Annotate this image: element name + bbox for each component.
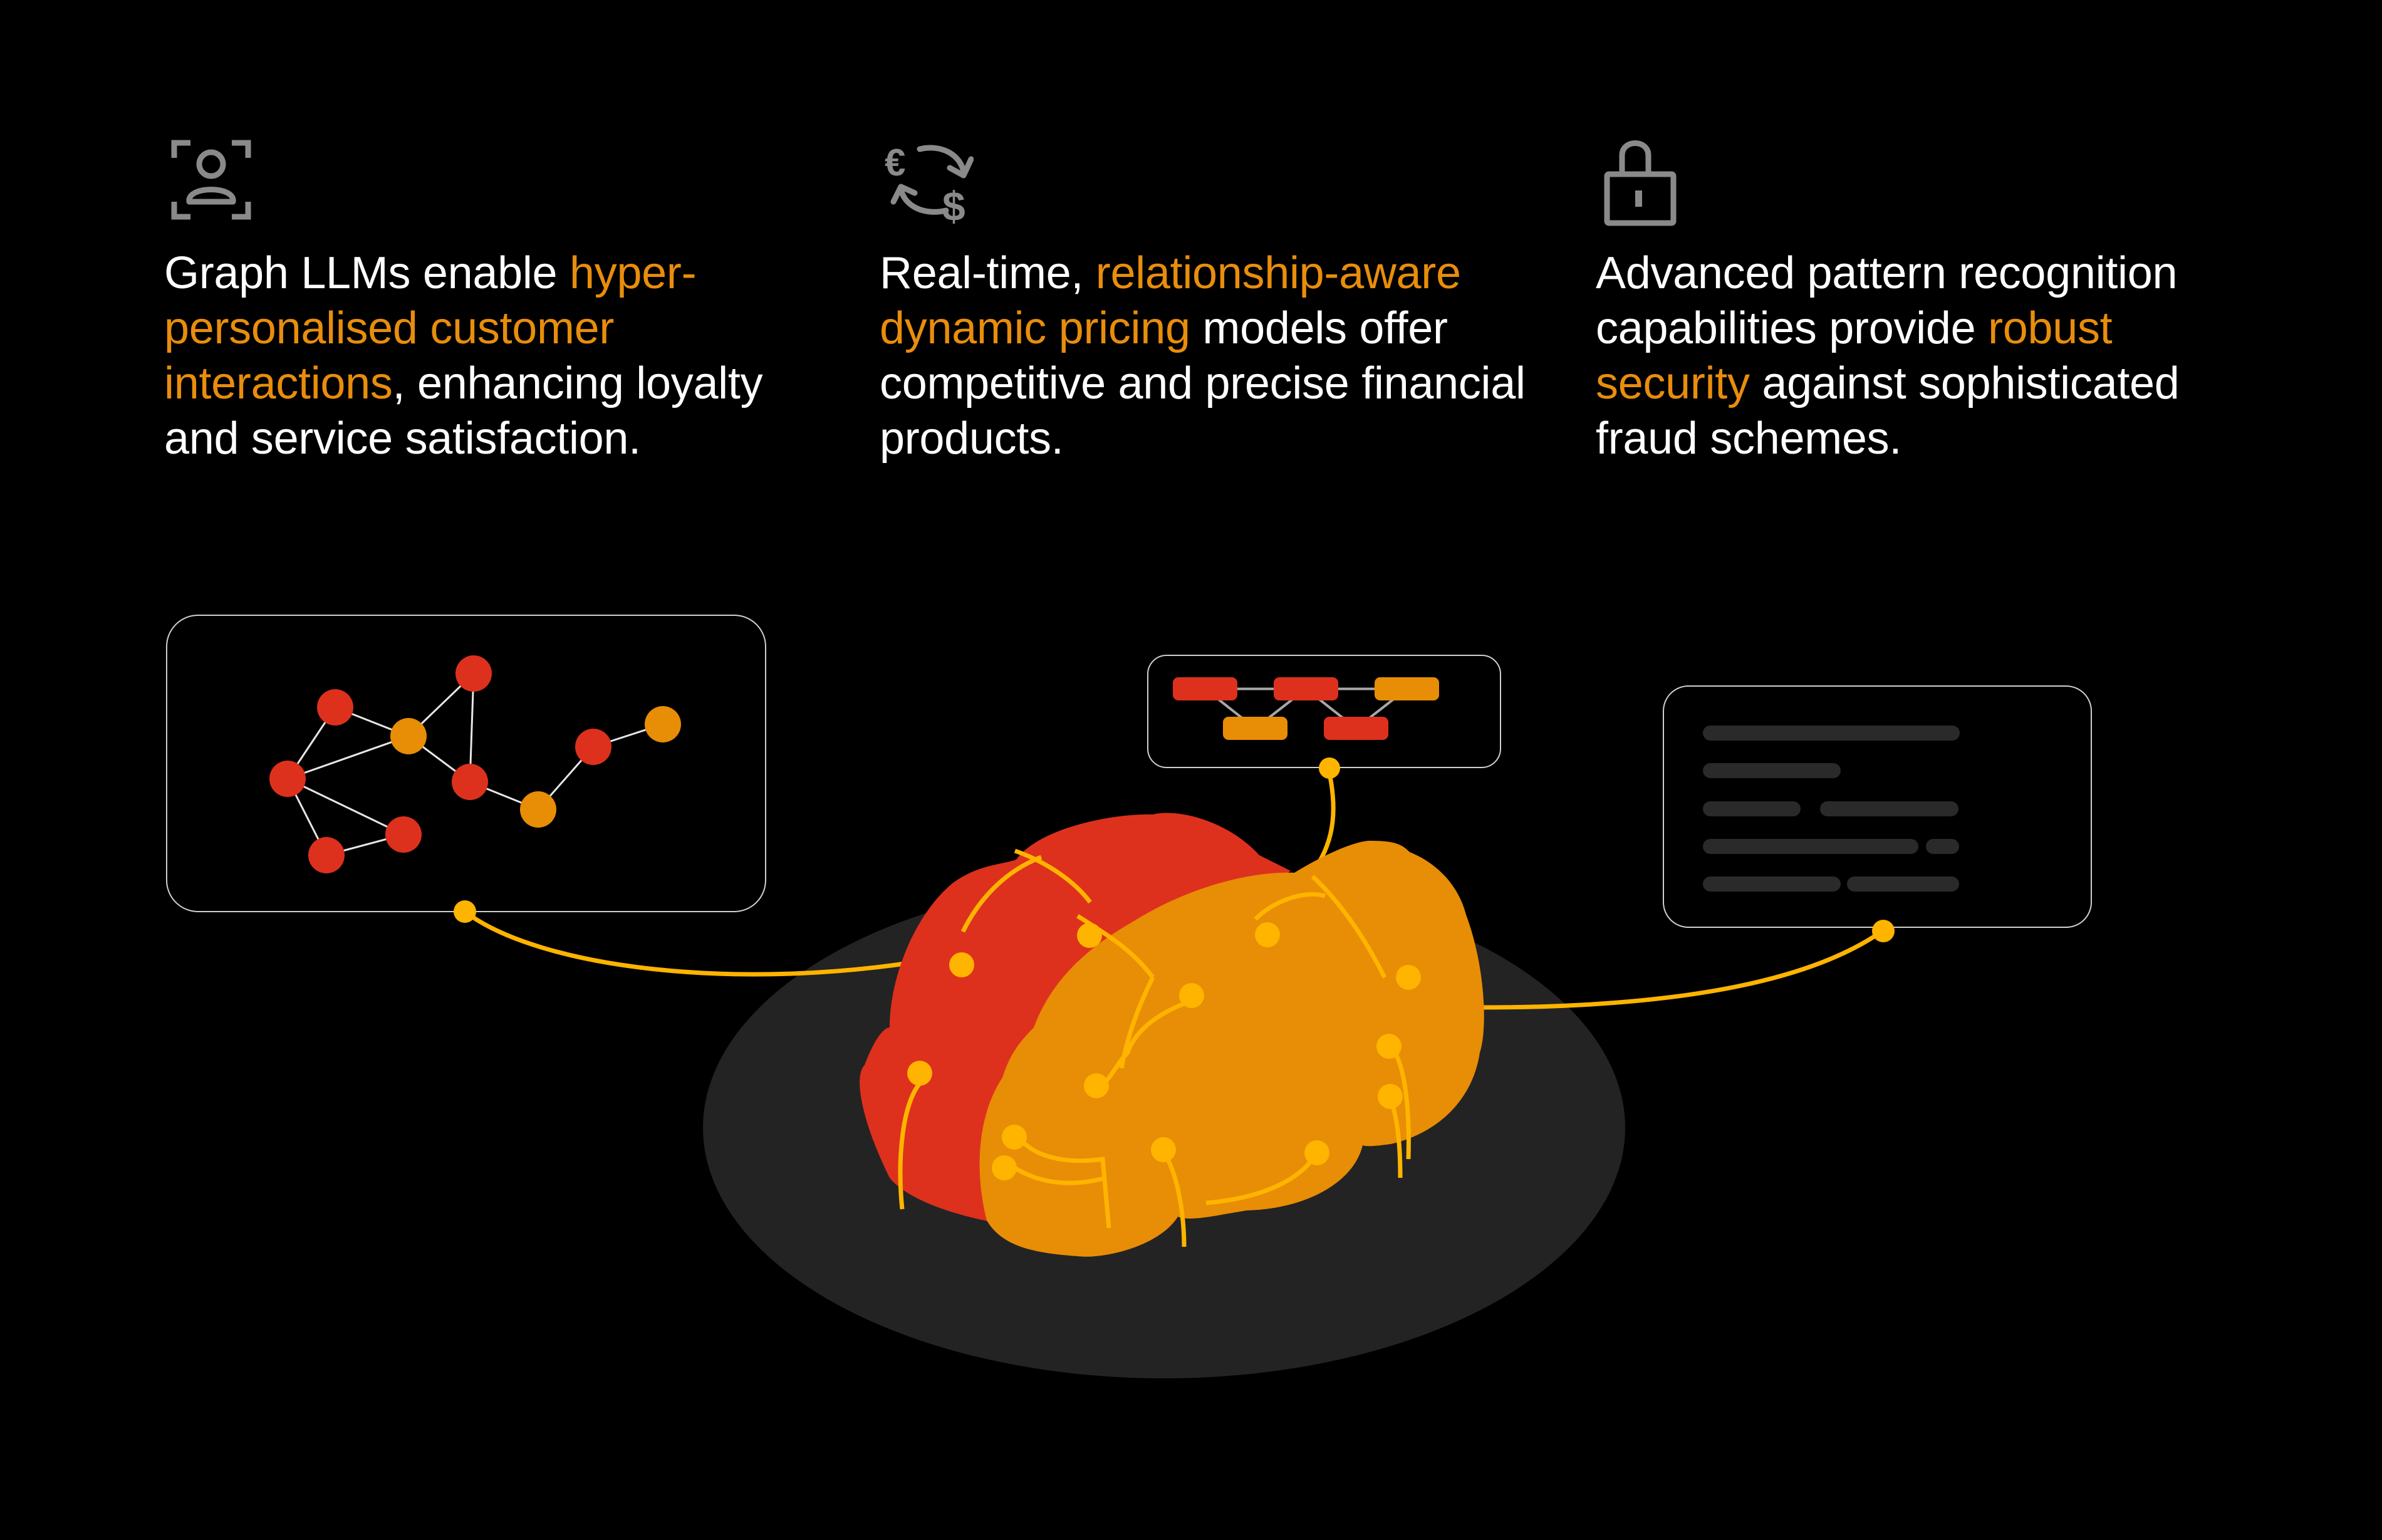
connector-right (1465, 929, 1885, 1010)
hierarchy-panel (1147, 655, 1501, 779)
connector-left (463, 910, 937, 977)
graph-node (520, 791, 556, 828)
hierarchy-block (1223, 717, 1287, 740)
circuit-node (1378, 1084, 1403, 1109)
highlight-text: relationship-aware dynamic pricing (880, 248, 1461, 353)
highlight-text: robust security (1596, 303, 2113, 408)
text-placeholder-line (1703, 877, 1841, 892)
text-placeholder-line (1703, 801, 1801, 816)
graph-node (308, 837, 345, 873)
graph-panel (166, 615, 766, 923)
feature-text: Real-time, relationship-aware dynamic pr… (880, 248, 1526, 464)
feature-fraud-security: Advanced pattern recognition capabilitie… (1596, 133, 2260, 466)
document-panel (1663, 685, 2092, 942)
highlight-text: hyper-personalised customer interactions (164, 248, 697, 408)
graph-node (645, 706, 681, 742)
hierarchy-block (1173, 677, 1237, 700)
graph-node (452, 764, 488, 800)
graph-node (385, 816, 422, 853)
padlock-icon (1604, 140, 1677, 226)
feature-text: Advanced pattern recognition capabilitie… (1596, 248, 2180, 464)
graph-node (390, 718, 427, 754)
circuit-node (907, 1061, 932, 1086)
connector-dot (1319, 757, 1340, 779)
connector-dot (1872, 920, 1895, 942)
circuit-node (1084, 1073, 1109, 1098)
text-placeholder-line (1703, 839, 1918, 854)
circuit-node (1077, 923, 1102, 948)
hierarchy-block (1324, 717, 1388, 740)
circuit-node (1151, 1137, 1176, 1162)
circuit-node (992, 1155, 1017, 1180)
hierarchy-block (1375, 677, 1439, 700)
text-placeholder-line (1926, 839, 1959, 854)
graph-edge (287, 735, 409, 780)
graph-node (455, 655, 492, 692)
text-placeholder-line (1703, 763, 1841, 778)
text-placeholder-line (1847, 877, 1959, 892)
circuit-node (1396, 965, 1421, 990)
circuit-node (1179, 983, 1204, 1008)
circuit-node (1002, 1125, 1027, 1150)
hierarchy-block (1274, 677, 1338, 700)
graph-node (575, 729, 611, 765)
circuit-node (1376, 1034, 1402, 1059)
circuit-node (1304, 1140, 1329, 1165)
connector-middle (1314, 767, 1336, 869)
currency-exchange-icon: € $ (885, 142, 974, 227)
brain (860, 813, 1484, 1257)
user-scan-icon (171, 140, 251, 220)
graph-node (317, 689, 353, 726)
brain-right-hemisphere (979, 840, 1484, 1257)
svg-text:$: $ (942, 183, 965, 227)
graph-edge (287, 778, 404, 836)
text-placeholder-line (1703, 726, 1960, 741)
svg-text:€: € (885, 142, 905, 184)
feature-text: Graph LLMs enable hyper-personalised cus… (164, 248, 763, 464)
circuit-node (1255, 922, 1280, 947)
connector-dot (454, 900, 476, 923)
graph-node (269, 761, 306, 797)
feature-dynamic-pricing: € $ Real-time, relationship-aware dynami… (880, 133, 1544, 466)
circuit-node (949, 952, 974, 977)
circuit-node (1409, 977, 1410, 978)
feature-personalisation: Graph LLMs enable hyper-personalised cus… (164, 133, 828, 466)
text-placeholder-line (1820, 801, 1958, 816)
